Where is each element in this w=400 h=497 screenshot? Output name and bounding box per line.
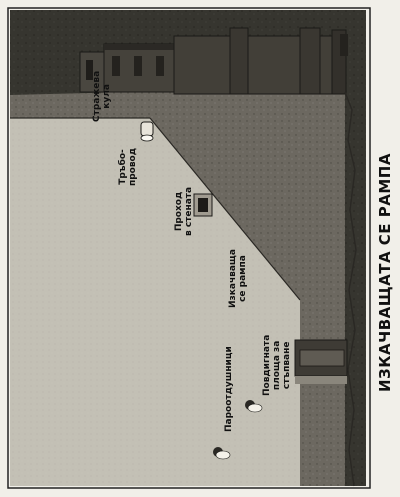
label-lift-platform: Повдигната площа за стъпване (262, 335, 292, 396)
raised-platform (295, 340, 347, 384)
diagram-caption: ИЗКАЧВАЩАТА СЕ РАМПА (376, 153, 394, 392)
battlement (174, 28, 348, 94)
label-watchtower: Стражева кула (92, 71, 112, 122)
label-wall-passage: Проход в стената (174, 187, 194, 236)
label-pipeline: Тръбо- провод (118, 148, 138, 186)
label-ramp: Изкачваща се рампа (228, 249, 248, 308)
wall-passage (194, 194, 212, 216)
label-steam-jets: Пароотдушници (224, 346, 234, 432)
pipeline-outlet (141, 122, 153, 141)
